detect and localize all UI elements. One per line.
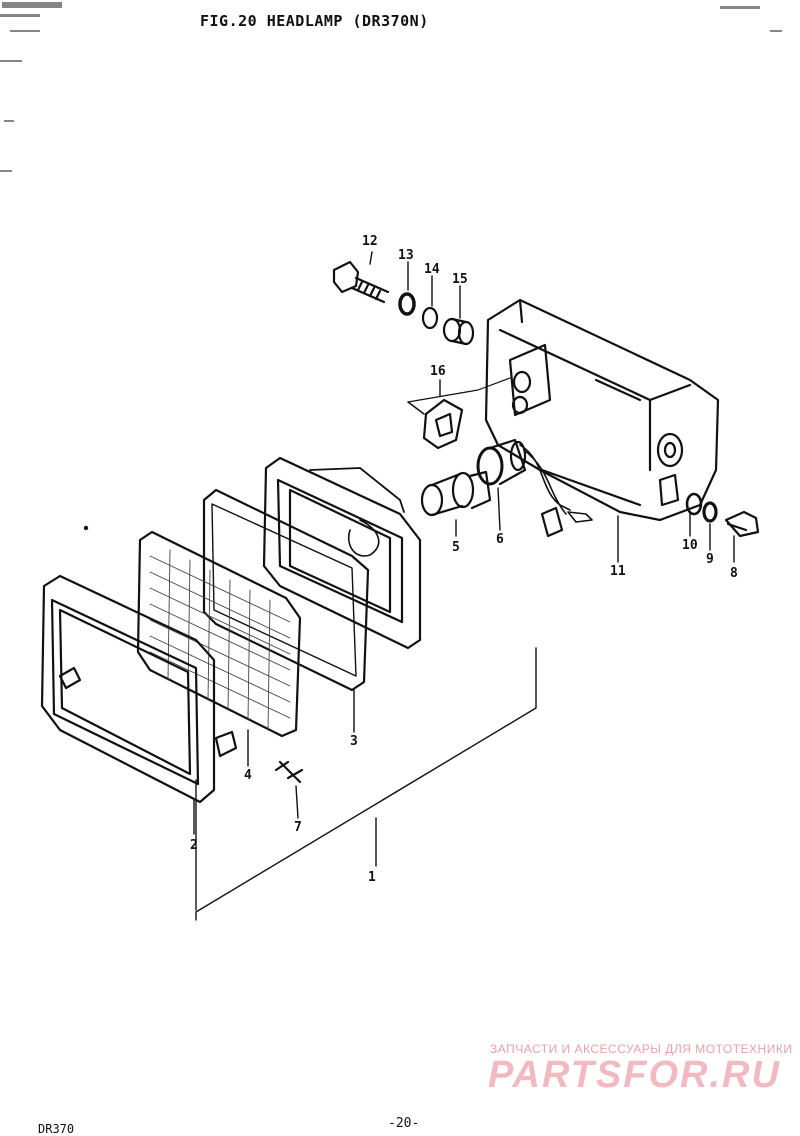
- callout-16: 16: [430, 364, 446, 379]
- callout-9: 9: [706, 552, 714, 567]
- watermark-caption: ЗАПЧАСТИ И АКСЕССУАРЫ ДЛЯ МОТОТЕХНИКИ: [490, 1042, 793, 1056]
- reflector-part-3: [262, 456, 422, 650]
- housing-part-11: [484, 298, 720, 522]
- callout-13: 13: [398, 248, 414, 263]
- callout-11: 11: [610, 564, 626, 579]
- callout-8: 8: [730, 566, 738, 581]
- figure-title: FIG.20 HEADLAMP (DR370N): [200, 12, 429, 30]
- spacer-part-15: [442, 317, 475, 346]
- callout-1: 1: [368, 870, 376, 885]
- callout-4: 4: [244, 768, 252, 783]
- callout-6: 6: [496, 532, 504, 547]
- socket-part-6: [476, 438, 593, 538]
- callout-3: 3: [350, 734, 358, 749]
- bolt-part-12: [332, 260, 390, 304]
- washer-part-9: [702, 501, 718, 523]
- screw-part-8: [724, 510, 760, 538]
- rim-part-2: [40, 574, 238, 804]
- callout-15: 15: [452, 272, 468, 287]
- watermark-logo: PARTSFOR.RU: [488, 1054, 781, 1096]
- washer-part-14: [421, 306, 439, 330]
- callout-7: 7: [294, 820, 302, 835]
- footer-model: DR370: [38, 1122, 75, 1136]
- callout-10: 10: [682, 538, 698, 553]
- callout-12: 12: [362, 234, 378, 249]
- callout-14: 14: [424, 262, 440, 277]
- scan-noise: [0, 2, 782, 172]
- clip-part-16: [407, 377, 511, 450]
- gasket: [202, 488, 370, 692]
- leader-lines: [83, 251, 735, 921]
- washer-part-13: [398, 292, 416, 316]
- washer-part-10: [685, 492, 703, 516]
- callout-5: 5: [452, 540, 460, 555]
- page-number: -20-: [388, 1116, 420, 1131]
- screw-part-7: [274, 760, 304, 784]
- callout-2: 2: [190, 838, 198, 853]
- lens-part-4: [136, 530, 302, 738]
